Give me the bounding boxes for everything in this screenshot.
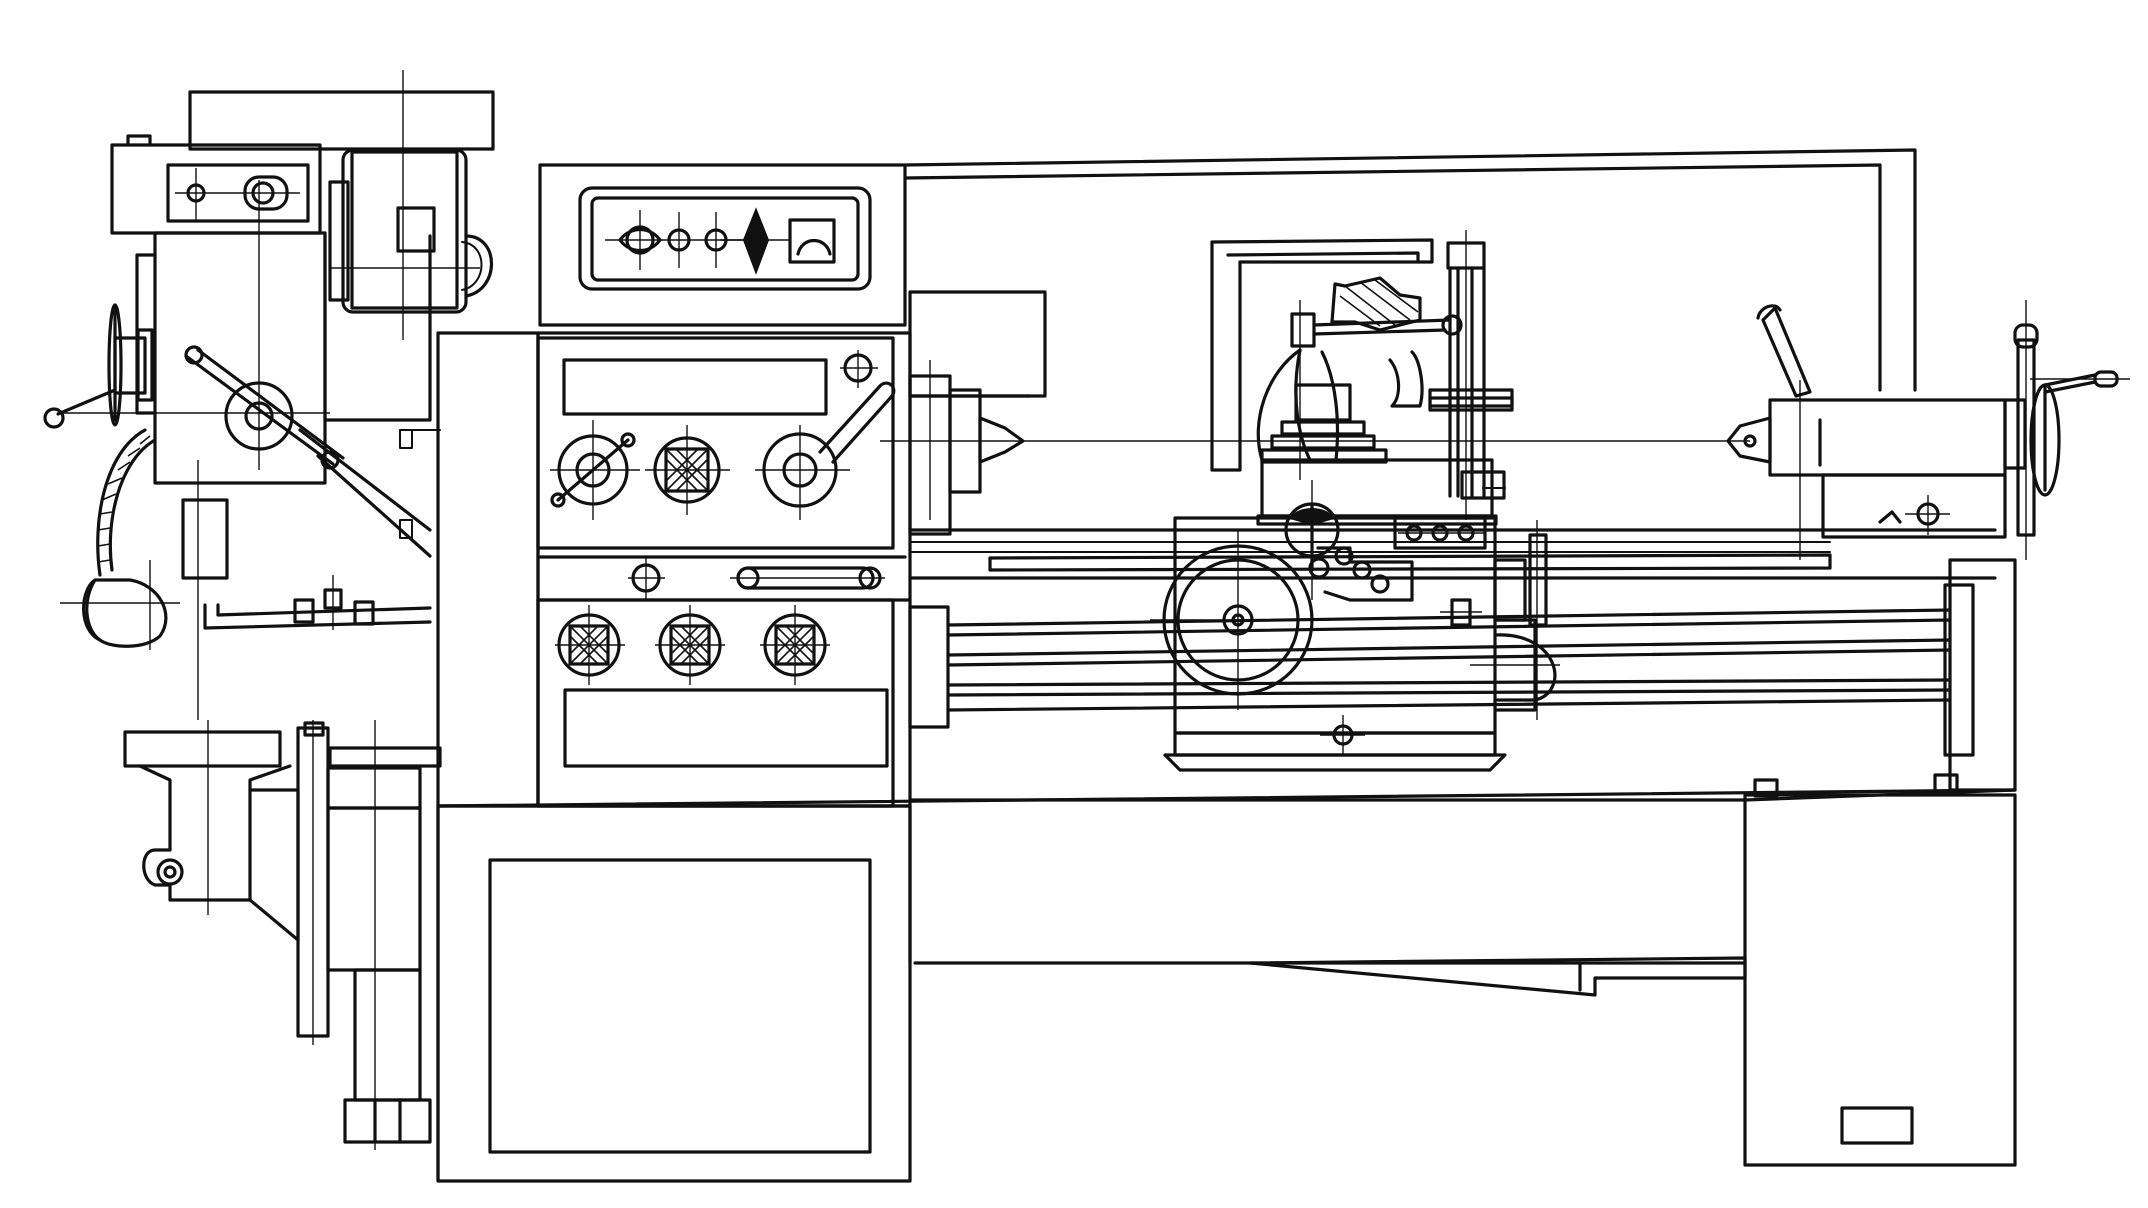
main-motor bbox=[188, 70, 495, 340]
lathe-bed bbox=[436, 528, 2017, 1182]
work-lamp bbox=[60, 428, 180, 650]
headstock-chuck-center bbox=[880, 360, 1750, 536]
tool-post bbox=[1256, 276, 1463, 480]
control-panel bbox=[538, 163, 907, 327]
chip-tray bbox=[1248, 956, 1747, 997]
guard-frame bbox=[903, 148, 1917, 398]
coolant-pump bbox=[123, 575, 442, 1150]
lead-screw bbox=[946, 678, 1952, 712]
apron bbox=[1163, 480, 1548, 772]
left-pedestal bbox=[436, 804, 912, 1183]
headstock bbox=[399, 331, 912, 808]
apron-handwheel bbox=[1150, 530, 1560, 710]
spindle-speed-gearbox bbox=[43, 134, 432, 720]
feed-shaft bbox=[908, 605, 1952, 729]
cross-slide bbox=[1428, 230, 1514, 520]
tailstock-handwheel bbox=[2003, 300, 2130, 560]
tailstock bbox=[1726, 304, 2007, 560]
right-pedestal bbox=[1743, 773, 2017, 1167]
